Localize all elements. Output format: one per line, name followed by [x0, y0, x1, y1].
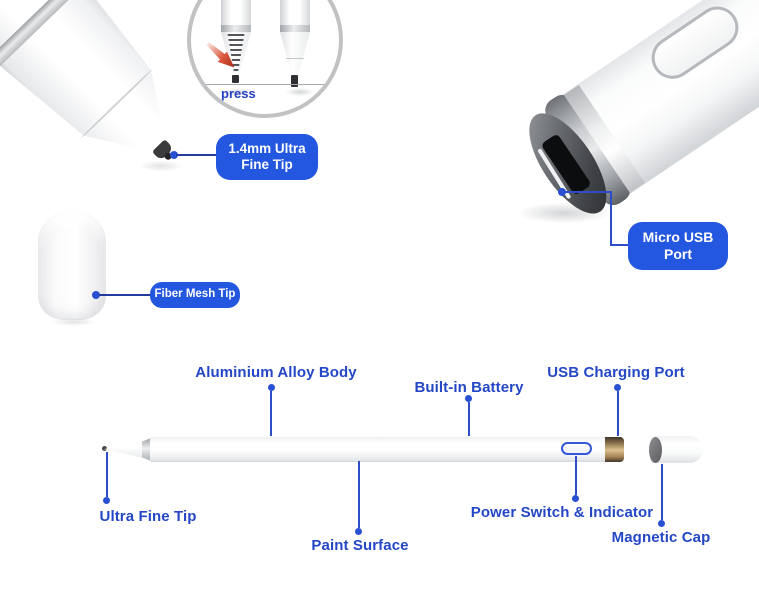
callout-dot: [465, 395, 472, 402]
magnetic-cap-face: [649, 436, 662, 463]
label-built-in-battery: Built-in Battery: [414, 379, 524, 396]
mini-pen-normal-ring: [280, 25, 310, 32]
mini-tip-shadow: [217, 86, 259, 98]
label-aluminium-alloy-body: Aluminium Alloy Body: [195, 364, 357, 381]
callout-dot: [92, 291, 100, 299]
callout-dot: [658, 520, 665, 527]
mini-pen-normal-seam: [286, 58, 304, 59]
micro-usb-callout-label: Micro USB Port: [628, 222, 728, 270]
mini-tip-shadow: [279, 86, 321, 98]
callout-line: [358, 461, 360, 528]
callout-dot: [558, 188, 566, 196]
callout-dot: [572, 495, 579, 502]
callout-line: [564, 191, 612, 193]
callout-dot: [170, 151, 178, 159]
callout-line: [99, 294, 152, 296]
callout-line: [575, 456, 577, 495]
mini-pen-normal-body: [280, 0, 310, 25]
callout-dot: [268, 384, 275, 391]
silver-ring: [142, 438, 151, 461]
rear-closeup-photo: [512, 0, 759, 229]
mini-pen-pressed-body: [221, 0, 251, 25]
fiber-mesh-cap-photo: [38, 210, 106, 320]
magnetic-cap-photo: [649, 436, 703, 463]
press-demo-inset: press: [187, 0, 343, 118]
charging-port-ring: [605, 437, 624, 462]
label-paint-surface: Paint Surface: [311, 537, 409, 554]
callout-dot: [614, 384, 621, 391]
callout-line: [106, 452, 108, 497]
fine-tip-callout-label: 1.4mm Ultra Fine Tip: [216, 134, 318, 180]
mini-pen-normal-cone: [280, 32, 310, 75]
callout-line: [661, 464, 663, 520]
mini-pen-pressed-ring: [221, 25, 251, 32]
label-usb-charging-port: USB Charging Port: [547, 364, 685, 381]
label-power-switch-indicator: Power Switch & Indicator: [470, 504, 654, 521]
callout-line: [617, 391, 619, 436]
callout-line: [176, 154, 218, 156]
press-caption: press: [221, 86, 256, 101]
tip-shadow: [130, 158, 192, 174]
power-switch-oval: [561, 442, 592, 455]
fiber-mesh-callout-label: Fiber Mesh Tip: [150, 282, 240, 308]
cap-shadow: [42, 316, 106, 328]
pen-fine-point: [102, 446, 107, 451]
callout-line: [270, 391, 272, 436]
label-magnetic-cap: Magnetic Cap: [611, 529, 711, 546]
callout-dot: [103, 497, 110, 504]
callout-line: [610, 191, 612, 246]
stylus-side-view-body: [150, 437, 606, 462]
mini-pen-pressed-tip: [232, 75, 239, 83]
callout-line: [468, 402, 470, 436]
callout-dot: [355, 528, 362, 535]
touch-surface-line: [201, 84, 329, 85]
mini-pen-normal-tip: [291, 75, 298, 87]
callout-line: [610, 244, 632, 246]
label-ultra-fine-tip: Ultra Fine Tip: [99, 508, 197, 525]
